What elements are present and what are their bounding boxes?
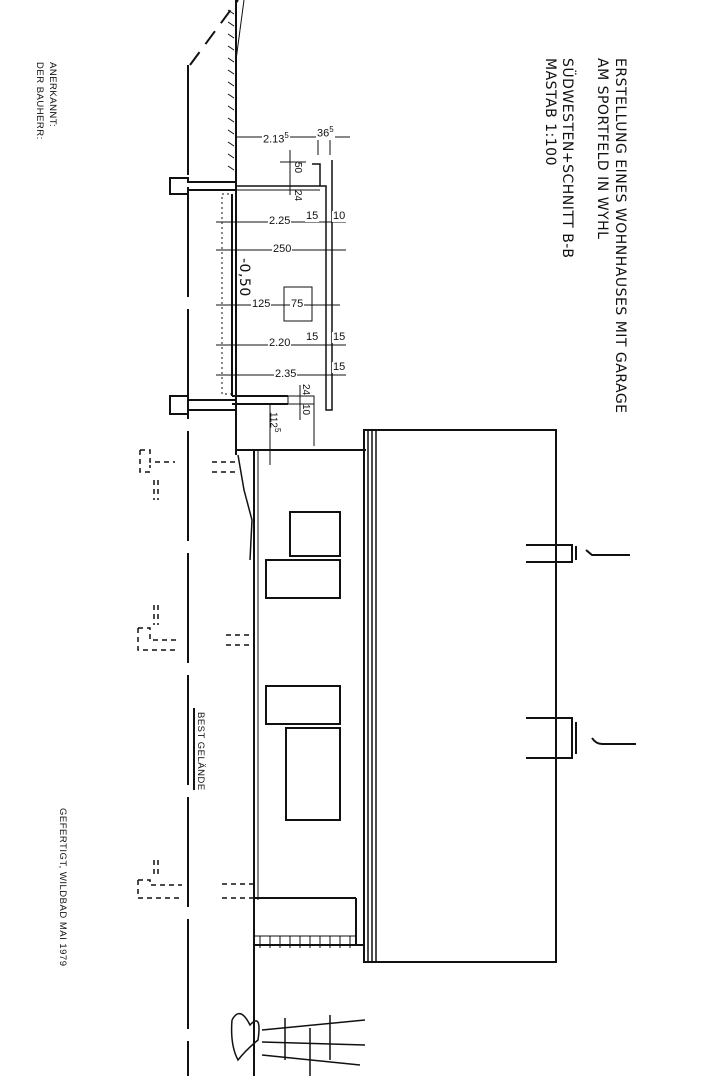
dim-15a: 15 [305,210,320,222]
section-earth-fill [227,0,245,185]
dim-50: 50 [292,162,303,174]
level-label: -0,50 [236,258,252,297]
drawing-title-line1: ERSTELLUNG EINES WOHNHAUSES MIT GARAGE [612,58,628,414]
dim-220: 2.20 [268,337,292,349]
dim-24b: 24 [300,384,311,396]
dim-24a: 24 [292,190,303,202]
dim-235: 2.35 [274,368,298,380]
dim-250: 250 [272,243,293,255]
windows [265,511,341,821]
dim-213: 2.135 [262,130,290,146]
drawing-title-line2: AM SPORTFELD IN WYHL [594,58,610,240]
drawing-scale: MASTAB 1:100 [542,58,558,166]
dim-10b: 10 [300,404,311,416]
vegetation-sketch [230,1012,366,1076]
dim-125: 125 [251,298,272,310]
dim-225: 2.25 [268,215,292,227]
roof [363,429,557,963]
dim-10a: 10 [332,210,347,222]
approval-label: ANERKANNT: [47,62,58,128]
client-label: DER BAUHERR: [34,62,45,140]
drawing-view-label: SÜDWESTEN+SCHNITT B-B [559,58,575,259]
dim-112: 1125 [267,412,282,433]
made-by-label: GEFERTIGT, WILDBAD MAI 1979 [57,808,68,967]
dim-15c: 15 [332,331,347,343]
terrain-label: BEST GELÄNDE [195,712,206,791]
chimneys [526,544,636,759]
dim-15d: 15 [332,361,347,373]
dim-75: 75 [290,298,305,310]
dim-15b: 15 [305,331,320,343]
elevation-wall [237,449,364,1076]
dim-36: 365 [316,124,335,140]
